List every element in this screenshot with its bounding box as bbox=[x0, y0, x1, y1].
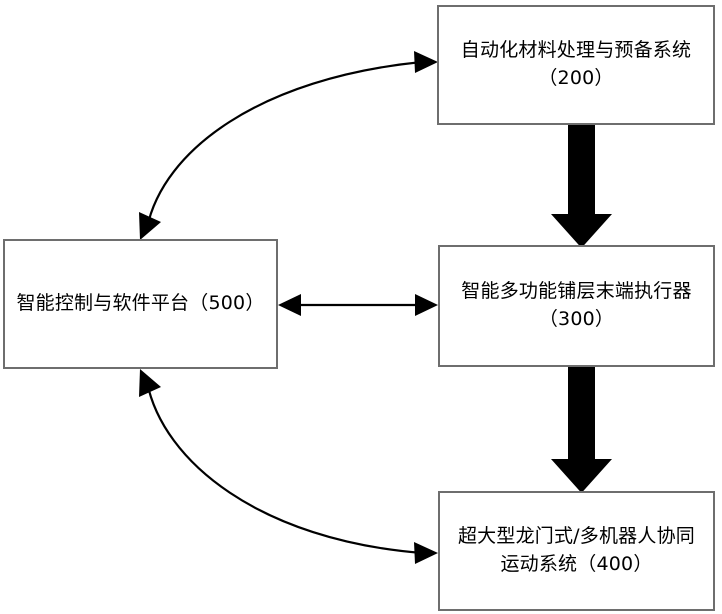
node-intelligent-layup-end-effector[interactable]: 智能多功能铺层末端执行器 （300） bbox=[438, 245, 715, 367]
edge-300-to-400-block-arrow bbox=[551, 366, 612, 493]
node-label-400: 超大型龙门式/多机器人协同 运动系统（400） bbox=[457, 525, 695, 575]
edge-500-to-300-double-arrow bbox=[278, 294, 438, 316]
node-label-300: 智能多功能铺层末端执行器 （300） bbox=[461, 280, 692, 330]
node-intelligent-control-software-platform[interactable]: 智能控制与软件平台（500） bbox=[3, 239, 278, 369]
node-label-500: 智能控制与软件平台（500） bbox=[16, 292, 265, 315]
edge-200-to-300-block-arrow bbox=[551, 124, 612, 248]
edge-500-to-200-curved-double-arrow bbox=[139, 51, 438, 240]
node-label-200: 自动化材料处理与预备系统 （200） bbox=[460, 39, 692, 89]
node-gantry-multi-robot-motion-system[interactable]: 超大型龙门式/多机器人协同 运动系统（400） bbox=[438, 491, 715, 611]
edge-500-to-400-curved-double-arrow bbox=[139, 369, 438, 564]
node-automated-material-handling[interactable]: 自动化材料处理与预备系统 （200） bbox=[437, 5, 715, 125]
